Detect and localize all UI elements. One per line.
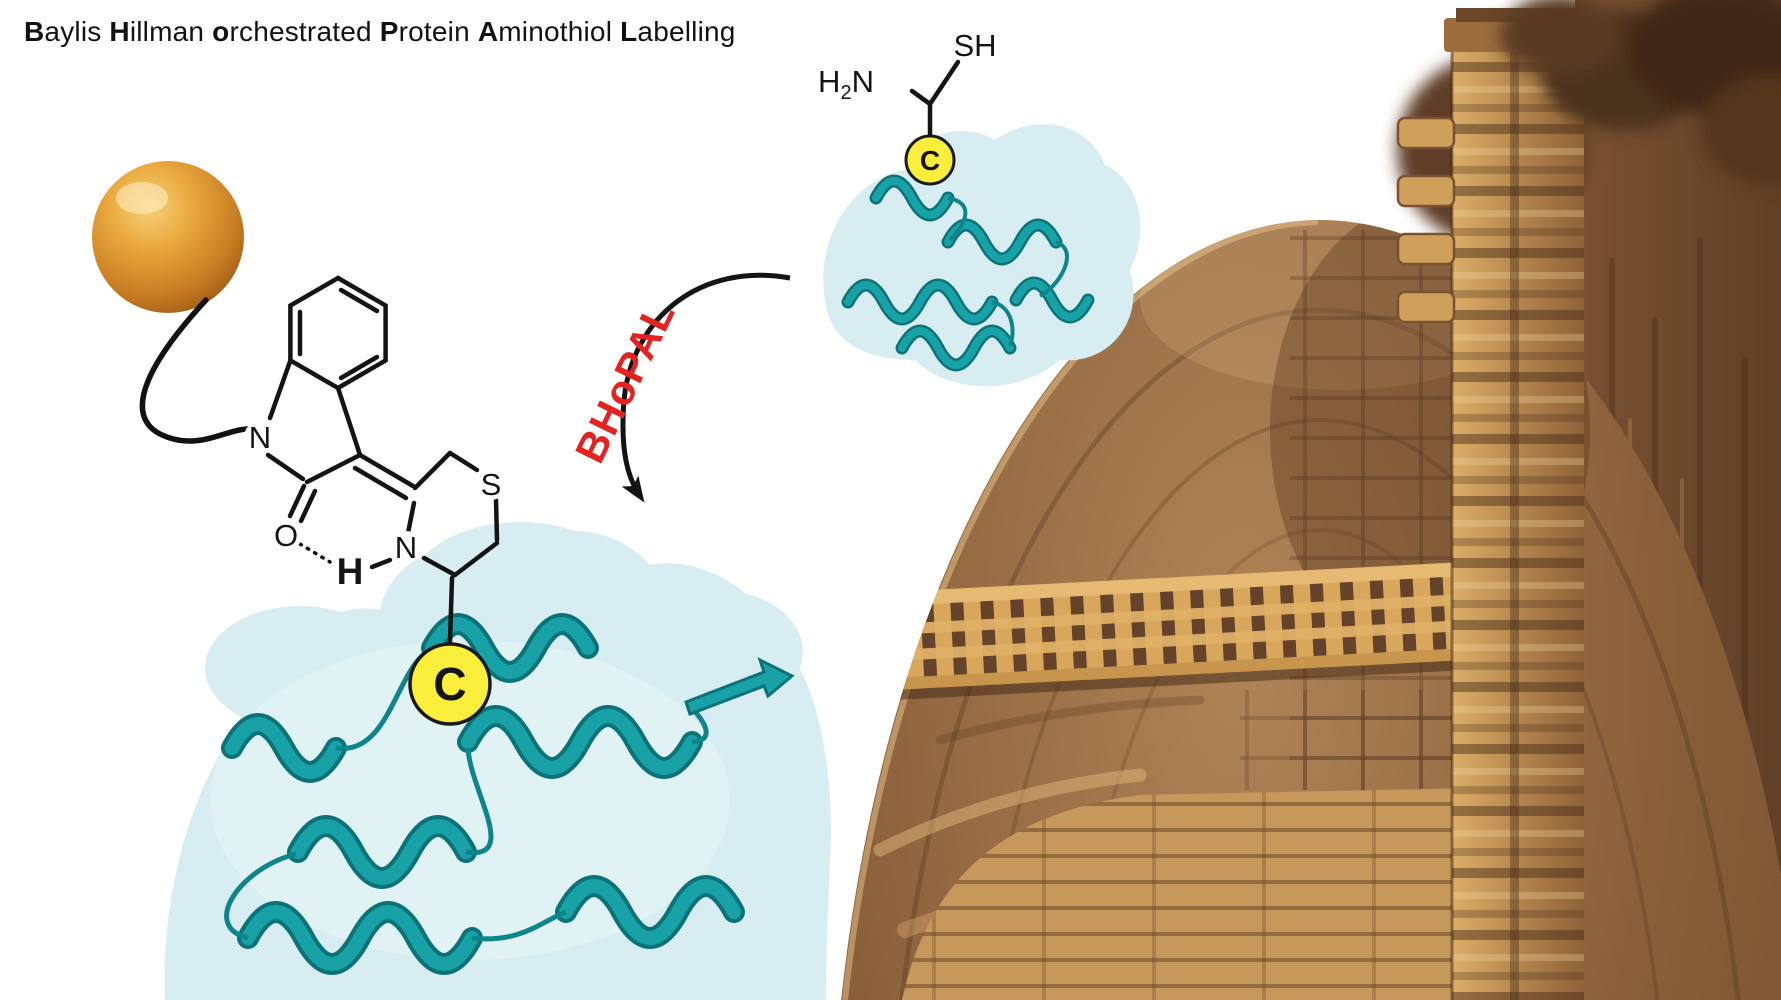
bond [304,452,363,485]
gold-bead [92,161,244,313]
carbonyl-bond [287,483,307,519]
carbonyl-bond [298,488,318,524]
amine-label: H2N [818,64,874,104]
atom-label-n-ring: N [395,530,417,565]
amine-h: H [818,64,840,99]
stupa-dome-detail [842,220,1753,1000]
benzene-ring [288,275,388,391]
title-segment: o [212,16,230,47]
bond [412,450,453,491]
title-segment: A [477,16,499,47]
atom-label-s-ring: S [481,467,502,502]
title-segment: P [379,16,399,47]
loop-ribbons [947,196,1069,347]
label-halo [270,519,302,551]
cysteine-label-product: C [433,658,466,710]
stupa-base-wall [902,788,1475,1000]
linker-squiggle [139,297,250,444]
atom-label-o-carbonyl: O [274,518,298,553]
bond [267,358,293,421]
bond-to-amine [909,88,933,107]
label-halo [390,531,422,563]
label-halo [334,553,370,589]
bond [452,540,500,578]
exocyclic-bond [352,465,409,501]
atom-label-n-amide: N [249,420,271,455]
reaction-arrow-icon [620,272,791,503]
beta-sheet-arrow [684,657,795,716]
nh-bond [369,557,393,570]
title-segment: rchestrated [229,16,380,47]
thiol-label: SH [953,28,996,63]
title-segment: H [109,16,130,47]
bond [405,500,417,536]
title-segment: abelling [637,16,736,47]
exocyclic-bond [357,452,416,489]
ligand-structure: N O H N S C [244,275,507,726]
bond-to-cysteine [447,575,455,645]
stupa-railing [853,561,1479,702]
amine-n: N [852,64,874,99]
page-title: Baylis Hillman orchestrated Protein Amin… [24,16,736,48]
label-halo [475,468,507,500]
bond [335,385,363,458]
sanchi-stupa-illustration [841,0,1781,1000]
gold-bead-highlight [116,182,168,214]
bond [421,555,458,578]
hydrogen-bond-dotted [298,542,332,564]
pillar-tenons [1396,116,1456,324]
amine-subscript: 2 [840,82,851,104]
aminothiol-structure: SH H2N C [818,28,997,186]
title-segment: illman [129,16,213,47]
bond [447,450,480,473]
title-segment: B [24,16,45,47]
cysteine-badge-reagent [904,134,956,186]
helix-ribbons [225,617,741,971]
foliage-icon [1500,0,1781,185]
benzene-double-bond [338,287,380,314]
bond-to-thiol [927,59,961,107]
title-segment: rotein [398,16,478,47]
title-segment: L [620,16,638,47]
label-halo [244,421,276,453]
bond [493,497,500,543]
title-segment: aylis [44,16,110,47]
product-protein-illustration [164,522,831,1000]
bond [265,452,306,482]
cysteine-badge-product [408,642,492,726]
atom-label-h-amide: H [337,551,364,592]
reagent-protein-illustration [823,124,1141,387]
helix-ribbons [844,177,1092,369]
cysteine-label-reagent: C [920,145,940,176]
benzene-double-bond [338,354,380,381]
title-segment: minothiol [498,16,621,47]
